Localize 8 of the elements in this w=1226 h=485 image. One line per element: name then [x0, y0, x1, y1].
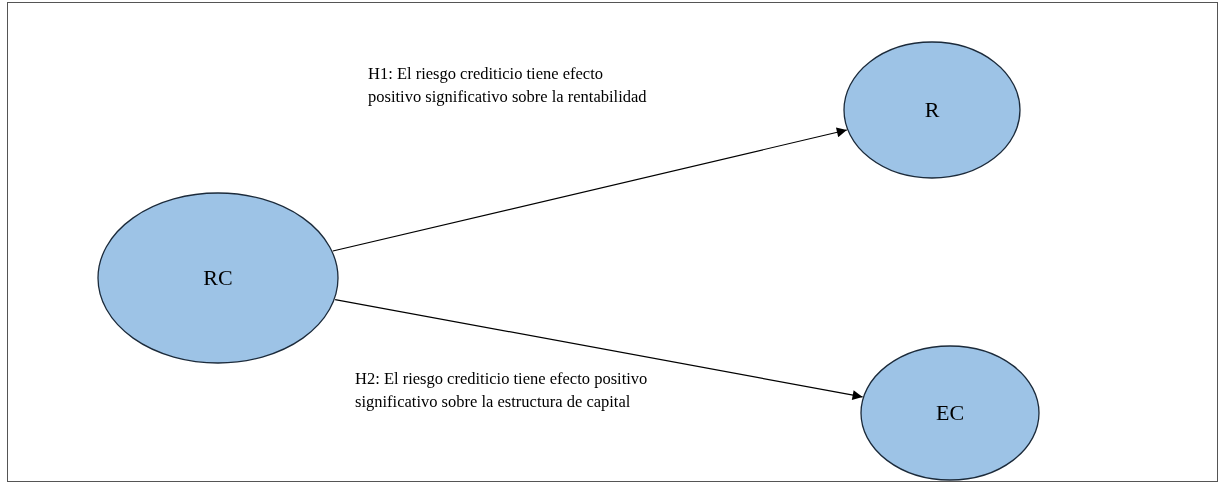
ellipse-node	[97, 192, 339, 364]
node-label: R	[924, 97, 940, 123]
node-label: RC	[203, 265, 233, 291]
arrow	[334, 299, 864, 400]
node-label: EC	[935, 400, 965, 426]
arrow	[332, 127, 848, 252]
ellipse-node	[860, 345, 1040, 481]
ellipse-node	[843, 41, 1021, 179]
